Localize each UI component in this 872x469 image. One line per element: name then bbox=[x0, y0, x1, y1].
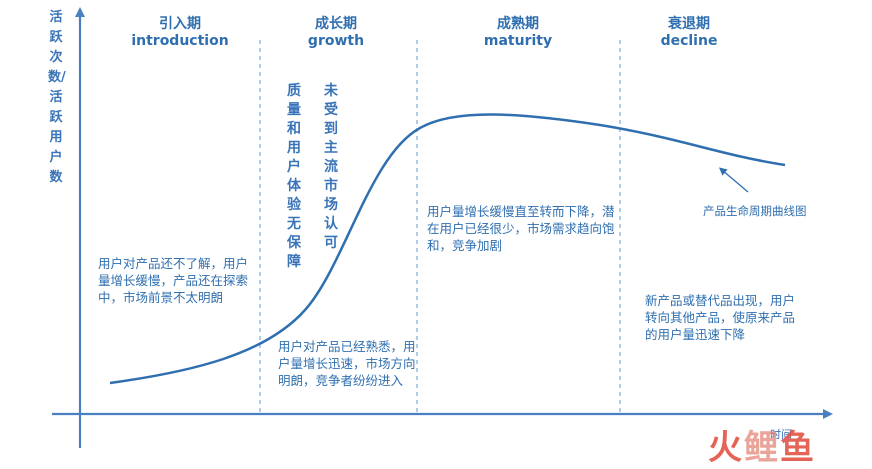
x-axis-label: 时间 bbox=[770, 428, 792, 441]
y-axis-label: 活跃次数/活跃用户数 bbox=[48, 10, 66, 185]
desc-decline: 新产品或替代品出现，用户转向其他产品，使原来产品的用户量迅速下降 bbox=[645, 293, 796, 342]
curve-label: 产品生命周期曲线图 bbox=[703, 204, 807, 218]
stage-decline-en: decline bbox=[660, 33, 718, 49]
desc-growth: 用户对产品已经熟悉，用户量增长迅速，市场方向明朗，竞争者纷纷进入 bbox=[278, 339, 416, 388]
growth-vertical-text-1: 质量和用户体验无保障 bbox=[287, 83, 301, 270]
stage-introduction-en: introduction bbox=[131, 33, 229, 49]
watermark-char-2: 鲤 bbox=[744, 428, 780, 468]
desc-maturity: 用户量增长缓慢直至转而下降，潜在用户已经很少，市场需求趋向饱和，竞争加剧 bbox=[427, 204, 615, 253]
desc-introduction: 用户对产品还不了解，用户量增长缓慢，产品还在探索中，市场前景不太明朗 bbox=[98, 256, 249, 305]
stage-growth-cn: 成长期 bbox=[315, 16, 357, 32]
stage-maturity-en: maturity bbox=[483, 33, 553, 49]
lifecycle-curve bbox=[109, 113, 786, 385]
stage-decline-cn: 衰退期 bbox=[668, 16, 710, 32]
watermark-char-3: 鱼 bbox=[780, 428, 816, 468]
stage-growth-en: growth bbox=[307, 33, 365, 49]
stage-maturity-cn: 成熟期 bbox=[497, 16, 539, 32]
watermark-logo: 火鲤鱼 bbox=[708, 420, 858, 468]
curve-pointer-arrow bbox=[718, 167, 749, 193]
growth-vertical-text-2: 未受到主流市场认可 bbox=[324, 83, 338, 251]
watermark-char-1: 火 bbox=[708, 428, 744, 468]
stage-introduction-cn: 引入期 bbox=[159, 16, 201, 32]
